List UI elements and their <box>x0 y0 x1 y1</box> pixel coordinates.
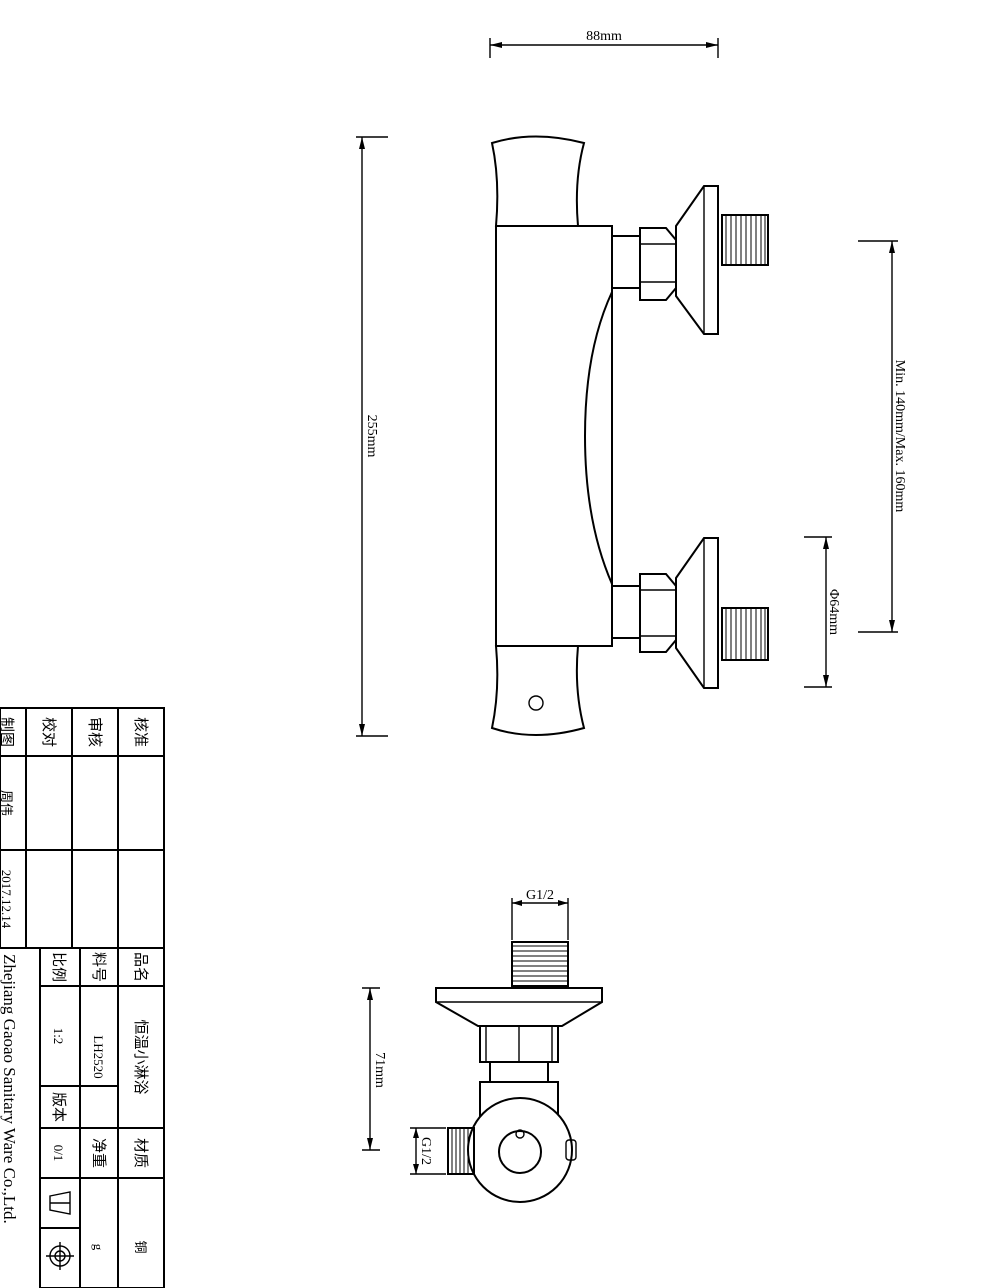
tb-product-name-label: 品名 <box>132 952 149 982</box>
tb-version: 0/1 <box>51 1145 66 1162</box>
lower-thread <box>721 607 769 661</box>
bottom-cap <box>490 645 586 736</box>
dimension-diameter: Φ64mm <box>804 536 841 688</box>
dim-thread-side-label: G1/2 <box>418 1137 433 1165</box>
tb-material: 铜 <box>133 1240 148 1253</box>
tb-company: Zhejiang Gaoao Sanitary Ware Co.,Ltd. <box>0 954 19 1224</box>
mount-hole <box>528 695 544 711</box>
front-view <box>490 135 769 736</box>
side-view <box>435 941 603 1203</box>
upper-thread <box>721 214 769 266</box>
title-block: 核准 审核 校对 制图 周伟 2017.12.14 品名 恒温小淋浴 材质 铜 … <box>0 707 165 1288</box>
tb-draw: 制图 <box>0 717 15 747</box>
tb-check: 校对 <box>40 717 57 747</box>
dimension-thread-side: G1/2 <box>410 1127 446 1175</box>
upper-thread-lines <box>725 215 766 265</box>
dim-spacing-label: Min. 140mm/Max. 160mm <box>892 360 907 513</box>
dimension-71: 71mm <box>362 987 387 1151</box>
tb-part-no: LH2520 <box>91 1035 106 1078</box>
tb-approve: 核准 <box>132 717 149 747</box>
tb-review: 审核 <box>86 717 103 747</box>
tb-version-label: 版本 <box>50 1092 67 1122</box>
dim-71-label: 71mm <box>372 1052 387 1088</box>
dimension-spacing: Min. 140mm/Max. 160mm <box>858 240 907 633</box>
side-inner-circle <box>498 1130 542 1174</box>
side-body <box>467 1097 573 1203</box>
side-top-thread <box>511 941 569 987</box>
dimension-255: 255mm <box>356 136 388 737</box>
upper-inlet <box>611 185 769 335</box>
tb-part-no-label: 料号 <box>90 952 107 982</box>
tb-scale: 1:2 <box>51 1028 66 1045</box>
lower-thread-lines <box>725 608 766 660</box>
tb-drawer-name: 周伟 <box>0 790 14 816</box>
tb-scale-label: 比例 <box>50 952 67 982</box>
top-cap <box>490 135 586 227</box>
side-pin <box>565 1139 577 1161</box>
dim-thread-top-label: G1/2 <box>526 888 554 903</box>
dimension-thread-top: G1/2 <box>511 888 569 940</box>
inlet-bridge <box>583 291 613 585</box>
tb-net-weight-label: 净重 <box>90 1138 107 1168</box>
tb-product-name: 恒温小淋浴 <box>132 1019 149 1094</box>
dim-88-label: 88mm <box>586 29 622 44</box>
projection-symbol-icon <box>46 1191 74 1270</box>
tb-material-label: 材质 <box>132 1138 149 1168</box>
lower-inlet <box>611 537 769 689</box>
main-body <box>495 225 613 647</box>
tb-date: 2017.12.14 <box>0 870 14 929</box>
side-left-thread <box>447 1127 475 1175</box>
dim-255-label: 255mm <box>364 415 379 458</box>
dimension-88: 88mm <box>489 29 719 58</box>
tb-net-weight: g <box>91 1244 106 1251</box>
side-flange <box>435 987 603 1027</box>
dim-diameter-label: Φ64mm <box>826 589 841 635</box>
